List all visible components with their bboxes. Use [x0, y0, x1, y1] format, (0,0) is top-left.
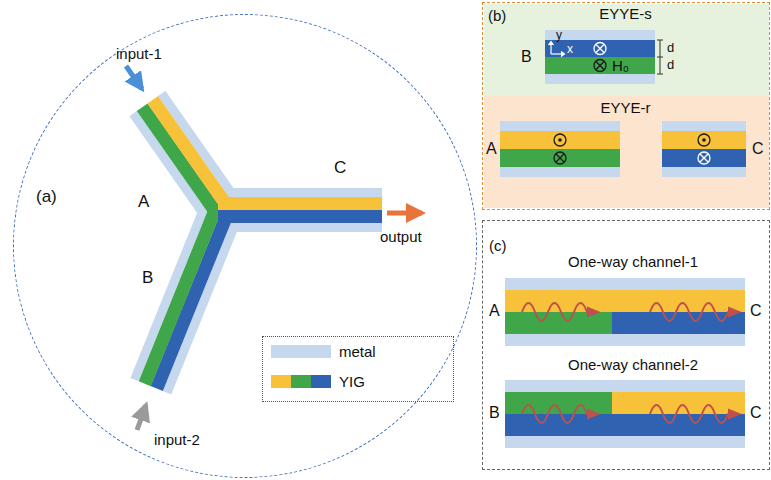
port-label: input-1 [116, 45, 162, 62]
legend-swatch [271, 345, 331, 358]
arm-letter: B [142, 268, 153, 288]
region-circle: (a) [13, 14, 477, 478]
label-holder: x [567, 42, 573, 56]
label-holder: One-way channel-2 [568, 356, 698, 373]
channel-title: One-way channel-2 [568, 356, 698, 373]
label-holder: B [489, 404, 500, 422]
panel-label: EYYE-s [599, 5, 652, 22]
wave-arrow [522, 405, 595, 423]
label-holder: y [556, 28, 562, 42]
legend-swatch-part [291, 375, 311, 388]
legend-text: YIG [339, 373, 365, 390]
panel-box: (b) EYYE-sEYYE-r [482, 2, 770, 210]
legend-swatch-part [311, 375, 331, 388]
label-holder: C [752, 140, 764, 158]
legend-text: metal [339, 343, 376, 360]
yig-layers [218, 197, 382, 223]
label-holder: One-way channel-1 [568, 253, 698, 270]
label-holder: A [486, 140, 497, 158]
label-holder: input-1 [116, 45, 162, 62]
arm-letter: C [750, 404, 762, 422]
label-holder: d [667, 57, 674, 72]
label-holder: C [334, 158, 346, 178]
legend-box: metalYIG [262, 336, 454, 402]
label-holder: C [750, 302, 762, 320]
label-holder: C [750, 404, 762, 422]
legend-row: YIG [271, 373, 365, 390]
panel-label: (a) [36, 187, 57, 207]
structure-band: EYYE-r [483, 96, 768, 208]
panel-label: (b) [488, 7, 506, 24]
label-holder: B [142, 268, 153, 288]
metal-cladding [130, 196, 244, 394]
arm-letter: B [489, 404, 500, 422]
label-holder: input-2 [154, 431, 200, 448]
panel-label: (c) [489, 237, 507, 254]
field-label: H₀ [612, 57, 629, 74]
port-label: output [380, 228, 422, 245]
wave-arrow [650, 405, 736, 423]
yig-layers [139, 201, 236, 391]
label-holder: A [138, 192, 149, 212]
legend-swatch-part [271, 375, 291, 388]
arm-letter: A [486, 140, 497, 158]
label-holder: output [380, 228, 422, 245]
label-holder: B [521, 48, 532, 66]
label-holder: H₀ [612, 57, 629, 74]
arm-letter: C [334, 158, 346, 178]
arm-letter: A [138, 192, 149, 212]
thickness-label: d [667, 40, 674, 55]
arm-letter: A [489, 302, 500, 320]
port-label: input-2 [154, 431, 200, 448]
legend-row: metal [271, 343, 376, 360]
arm-letter: C [750, 302, 762, 320]
arm-letter: C [752, 140, 764, 158]
channel-title: One-way channel-1 [568, 253, 698, 270]
panel-label: EYYE-r [600, 99, 650, 116]
label-holder: A [489, 302, 500, 320]
metal-cladding [216, 188, 382, 232]
wave-arrow [650, 303, 736, 321]
label-holder: d [667, 40, 674, 55]
axis-label: y [556, 28, 562, 42]
arm-letter: B [521, 48, 532, 66]
legend-swatch [271, 375, 331, 388]
thickness-label: d [667, 57, 674, 72]
wave-arrow [522, 303, 595, 321]
axis-label: x [567, 42, 573, 56]
